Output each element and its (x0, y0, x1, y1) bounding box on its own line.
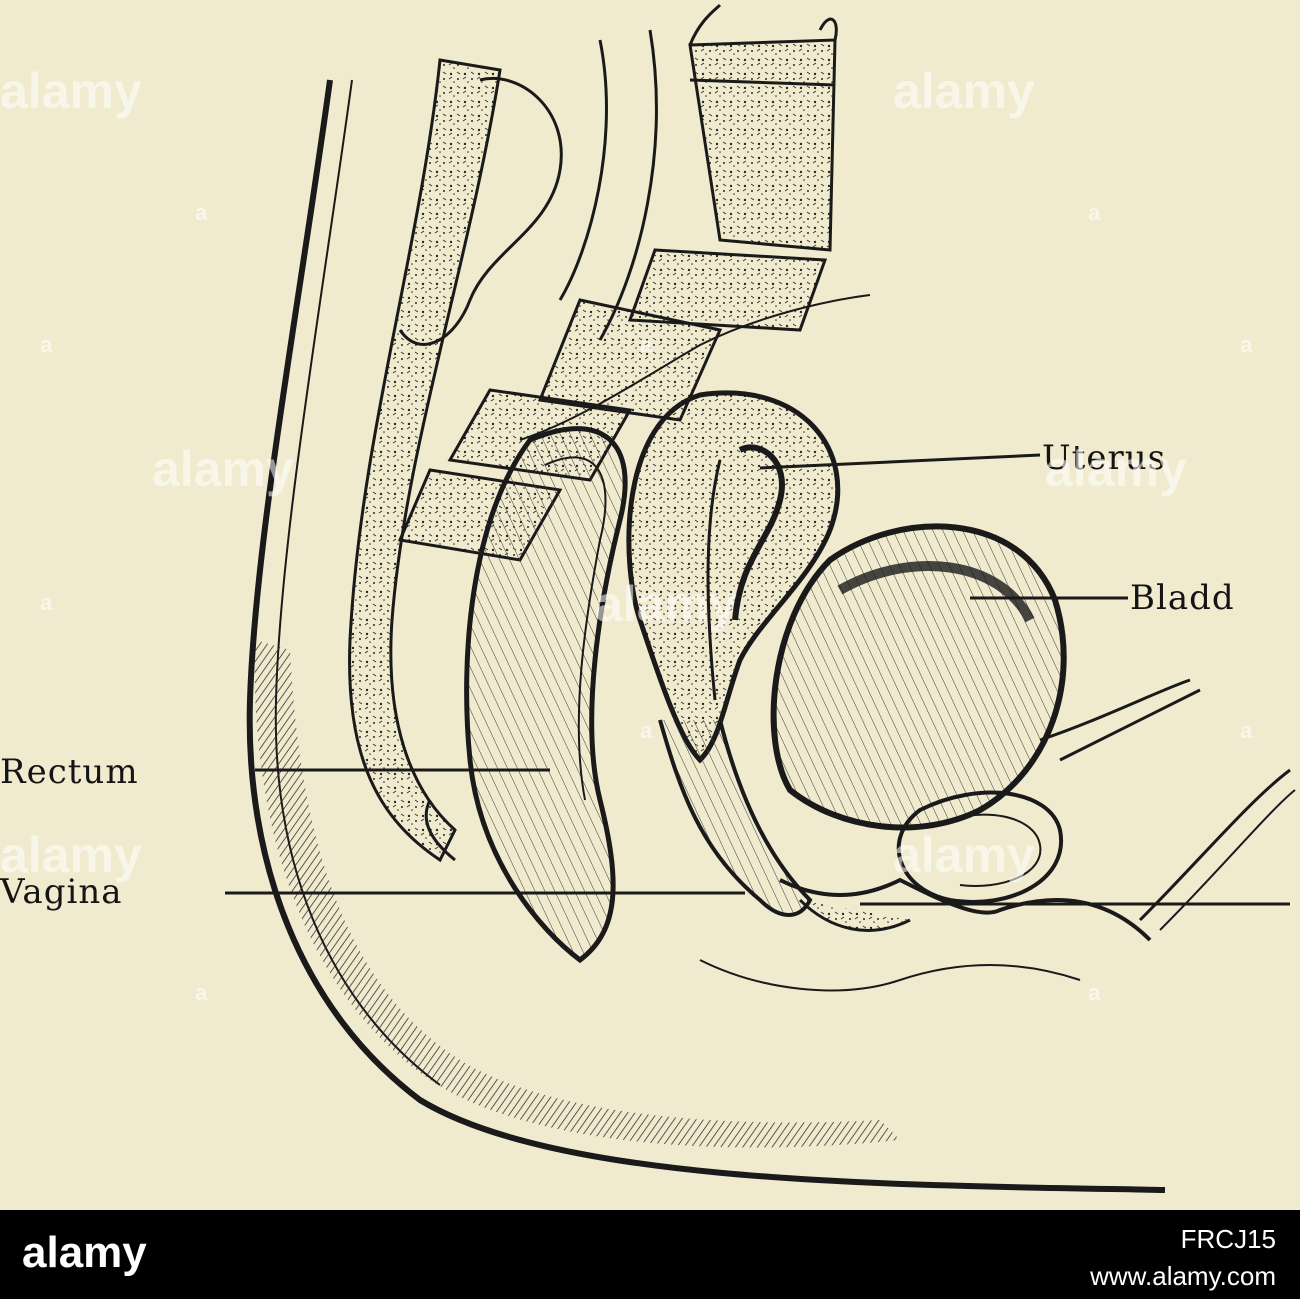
footer-meta: FRCJ15 www.alamy.com (1090, 1224, 1276, 1292)
anatomy-illustration: Uterus Bladd Rectum Vagina alamy alamy a… (0, 3, 1296, 1193)
stock-footer: alamy FRCJ15 www.alamy.com (0, 1210, 1300, 1299)
watermark: alamy (893, 63, 1035, 119)
watermark: alamy (595, 576, 737, 632)
image-id: FRCJ15 (1180, 1224, 1276, 1254)
watermark-dot: a (1240, 332, 1253, 357)
label-rectum: Rectum (0, 752, 139, 792)
watermark-dot: a (40, 332, 53, 357)
rectum (464, 426, 628, 964)
footer-logo: alamy (22, 1228, 147, 1277)
label-bladder: Bladd (1130, 578, 1235, 618)
label-uterus: Uterus (1042, 438, 1167, 478)
watermark: alamy (0, 827, 142, 883)
watermark-dot: a (40, 590, 53, 615)
watermark-dot: a (1088, 200, 1101, 225)
watermark: alamy (893, 827, 1035, 883)
skin-contour (246, 79, 1166, 1193)
intestines (398, 77, 563, 346)
sacrum (348, 58, 502, 863)
watermark-dot: a (640, 718, 653, 743)
label-vagina: Vagina (0, 872, 123, 912)
pubic-bone (896, 790, 1064, 904)
watermark: alamy (0, 63, 142, 119)
watermark-dot: a (195, 980, 208, 1005)
watermark-dot: a (640, 332, 653, 357)
vagina (658, 719, 813, 917)
watermark-dot: a (1240, 718, 1253, 743)
footer-url: www.alamy.com (1090, 1261, 1276, 1291)
watermark-dot: a (195, 200, 208, 225)
bladder (770, 523, 1067, 831)
pelvis-sagittal-section (225, 3, 1296, 1193)
leader-uterus (759, 453, 1041, 470)
uterus (626, 390, 841, 764)
watermark-dot: a (1088, 980, 1101, 1005)
watermark: alamy (152, 441, 294, 497)
abdominal-wall (1059, 688, 1291, 922)
watermark: alamy (1045, 441, 1187, 497)
